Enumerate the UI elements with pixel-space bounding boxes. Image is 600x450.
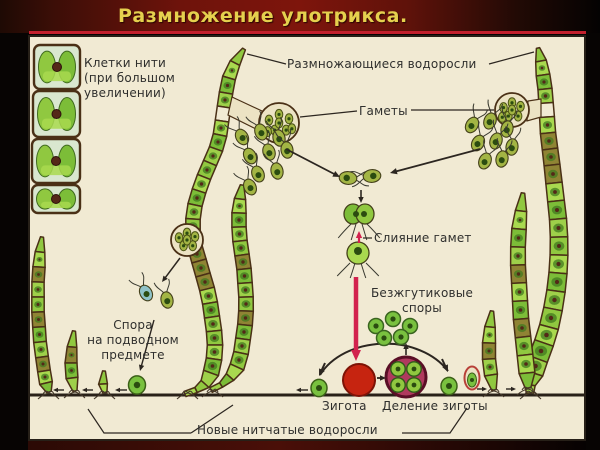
label-aflagellate-spores: Безжгутиковые споры <box>363 286 481 316</box>
label-line: Клетки нити <box>84 56 167 70</box>
filament-medium-left <box>64 330 79 393</box>
zygote <box>342 363 376 397</box>
zygote-division <box>384 355 428 399</box>
label-zygote: Зигота <box>322 399 367 413</box>
gametangium-neck <box>526 98 542 122</box>
gamete-swarm-left <box>224 110 294 196</box>
filament-center <box>209 184 255 394</box>
filament-small-right <box>481 310 499 392</box>
label-gamete-fusion: Слияние гамет <box>374 231 472 245</box>
root-flares <box>93 390 116 400</box>
magnified-filament-cells <box>30 43 82 215</box>
label-cells-magnified: Клетки нити (при большом увеличении) <box>84 56 175 101</box>
label-zygote-division: Деление зиготы <box>382 399 488 413</box>
label-reproducing-algae: Размножающиеся водоросли <box>287 57 477 71</box>
root-flares <box>176 390 199 400</box>
label-line: Спора <box>113 318 153 332</box>
slide-title: Размножение улотрикса. <box>118 5 408 27</box>
label-line: споры <box>402 301 442 315</box>
spore-cluster <box>367 310 419 347</box>
root-flares <box>37 390 60 400</box>
title-bar: Размножение улотрикса. <box>0 0 600 33</box>
callout-lines <box>87 51 535 434</box>
filament-tall-left <box>31 236 54 394</box>
settling-spores <box>128 271 174 309</box>
label-gametes: Гаметы <box>359 104 408 118</box>
root-flares <box>201 388 224 398</box>
germinating-spore <box>463 365 481 391</box>
spore-on-ground <box>127 375 147 395</box>
gametangium-right <box>494 92 530 128</box>
filament-tiny-left <box>97 370 109 395</box>
label-line: увеличении) <box>84 86 166 100</box>
sporangium-left <box>170 223 204 257</box>
label-line: предмете <box>101 348 165 362</box>
root-flares <box>482 388 505 398</box>
bottom-border-strip <box>28 441 586 450</box>
diagram-panel: Клетки нити (при большом увеличении) Раз… <box>28 35 586 441</box>
title-underline <box>29 31 586 34</box>
dispersal-arc <box>319 342 449 376</box>
filament-medium-right <box>509 192 536 389</box>
fusing-gametes <box>336 169 382 279</box>
label-line: (при большом <box>84 71 176 85</box>
label-spore-on-object: Спора на подводном предмете <box>78 318 188 363</box>
root-flares <box>63 389 86 399</box>
dispersed-spore-left <box>310 378 328 398</box>
diagram-artwork <box>30 43 584 434</box>
label-new-filamentous-algae: Новые нитчатые водоросли <box>197 423 378 437</box>
label-line: на подводном <box>87 333 179 347</box>
label-line: Безжгутиковые <box>370 286 474 300</box>
root-flares <box>519 390 542 400</box>
gamete-swarm-right <box>464 99 522 170</box>
flow-arrows <box>53 148 516 393</box>
dispersed-spore-right <box>440 376 458 396</box>
left-border-strip <box>0 0 28 450</box>
filament-right-fertile <box>522 46 569 394</box>
